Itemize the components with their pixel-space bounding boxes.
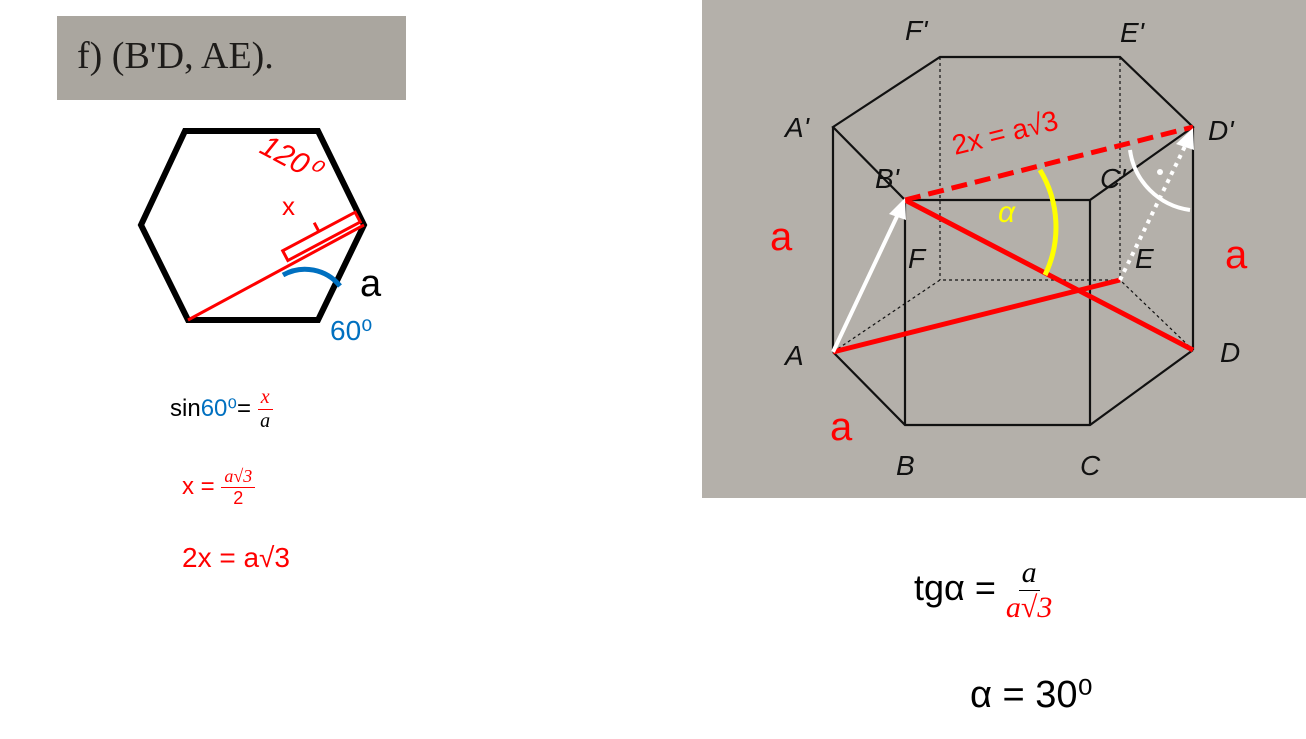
arrow-head-icon: [889, 198, 906, 220]
vertex-D: D: [1220, 337, 1240, 368]
sin-angle: 60⁰: [200, 394, 238, 422]
x-prefix: x =: [182, 472, 215, 500]
x-label: x: [282, 191, 295, 221]
sin-formula: sin60⁰= x a: [170, 386, 273, 433]
vertex-A: A: [783, 340, 804, 371]
side-a-left: a: [770, 215, 793, 259]
sin-numerator: x: [257, 386, 273, 410]
alpha-arc: [1037, 168, 1059, 277]
prism-photo: F' E' A' D' B' C' F E A D B C 2x = a√3 α…: [702, 0, 1306, 498]
vertex-C1: C': [1100, 163, 1127, 194]
vertex-B1: B': [875, 163, 901, 194]
two-x-formula: 2x = a√3: [182, 542, 290, 573]
angle-arc-white: [1128, 149, 1191, 212]
angle-120-label: 120⁰: [255, 129, 329, 189]
vertex-C: C: [1080, 450, 1101, 481]
vertex-D1: D': [1208, 115, 1235, 146]
result-formula: α = 30⁰: [970, 674, 1093, 716]
vector-AB1: [831, 209, 902, 353]
alpha-label: α: [998, 196, 1016, 229]
x-segment-bracket: [280, 210, 363, 263]
tg-prefix: tgα =: [914, 567, 996, 609]
vertex-F: F: [908, 243, 927, 274]
problem-label: f) (B'D, AE).: [77, 35, 274, 77]
angle-60-arc: [281, 266, 342, 288]
hexagon: [137, 128, 368, 323]
diagonal-line: [187, 223, 365, 322]
tg-formula: tgα = a a√3: [914, 556, 1052, 625]
vertex-B: B: [896, 450, 915, 481]
angle-60-label: 60⁰: [330, 315, 372, 346]
vertex-A1: A': [783, 112, 811, 143]
segment-B1D1-dashed: [904, 124, 1194, 203]
hexagon-diagram: 120⁰ x a 60⁰: [137, 128, 382, 346]
sin-denominator: a: [260, 410, 271, 432]
problem-label-box: f) (B'D, AE).: [57, 16, 406, 100]
side-a-bottom: a: [830, 405, 853, 449]
x-numerator: a√3: [221, 466, 256, 488]
side-a-label: a: [360, 263, 382, 305]
equals: =: [237, 394, 252, 422]
bottom-visible-edges: [832, 349, 1194, 427]
x-formula: x = a√3 2: [182, 466, 256, 509]
sin-text: sin: [170, 394, 201, 422]
prism-diagram: F' E' A' D' B' C' F E A D B C 2x = a√3 α…: [770, 15, 1248, 481]
dashed-segment-label: 2x = a√3: [949, 105, 1061, 161]
vector-ED1: [1118, 139, 1190, 281]
tg-denominator: a√3: [1005, 591, 1053, 624]
side-a-right: a: [1225, 233, 1248, 277]
right-angle-dot: [1157, 169, 1163, 175]
segment-AE: [832, 277, 1121, 355]
x-denominator: 2: [233, 488, 244, 508]
vertex-E: E: [1135, 243, 1154, 274]
arrow-head-icon: [1176, 128, 1194, 150]
hidden-edges: [832, 57, 1194, 353]
tg-numerator: a: [1018, 556, 1040, 591]
segment-B1D: [903, 197, 1195, 353]
vertex-E1: E': [1120, 17, 1146, 48]
vertex-F1: F': [905, 15, 929, 46]
